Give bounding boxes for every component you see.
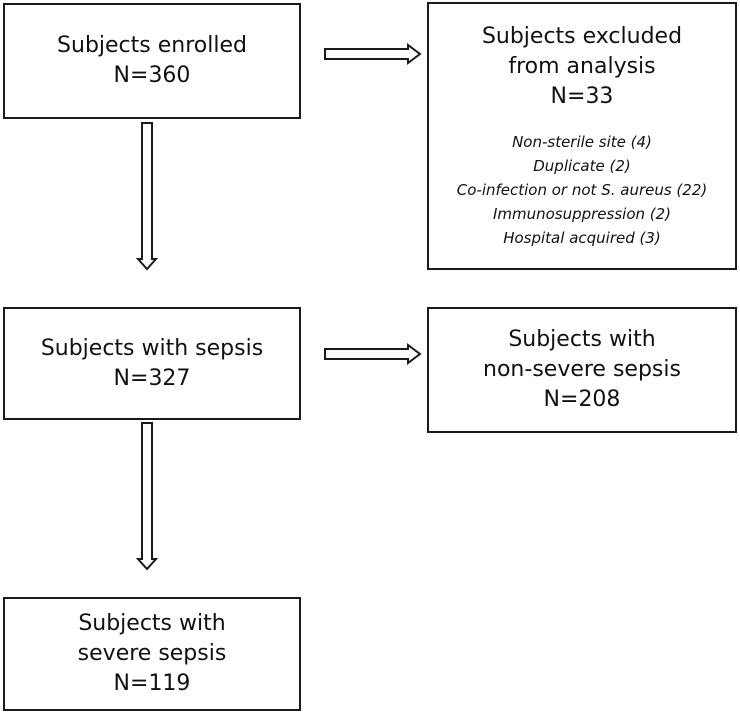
excluded-box: Subjects excluded from analysis N=33 Non… <box>427 2 737 270</box>
sepsis-count: N=327 <box>113 365 191 391</box>
severe-label-line1: Subjects with <box>78 611 226 636</box>
exclusion-reason: Hospital acquired (3) <box>503 229 661 247</box>
exclusion-reason: Immunosuppression (2) <box>492 205 672 223</box>
nonsevere-box: Subjects with non-severe sepsis N=208 <box>427 307 737 433</box>
nonsevere-label-line2: non-severe sepsis <box>483 357 681 382</box>
exclusion-reasons-list: Non-sterile site (4) Duplicate (2) Co-in… <box>457 130 707 250</box>
severe-label-line2: severe sepsis <box>77 641 227 666</box>
arrow-enrolled-to-excluded <box>324 43 422 65</box>
exclusion-reason: Co-infection or not S. aureus (22) <box>456 181 708 199</box>
severe-box: Subjects with severe sepsis N=119 <box>3 597 301 711</box>
sepsis-label: Subjects with sepsis <box>40 335 264 361</box>
excluded-count: N=33 <box>550 84 614 109</box>
enrolled-count: N=360 <box>113 63 191 88</box>
arrow-sepsis-to-severe <box>135 422 159 571</box>
nonsevere-count: N=208 <box>543 387 621 412</box>
arrow-enrolled-to-sepsis <box>135 122 159 271</box>
exclusion-reason: Non-sterile site (4) <box>512 133 652 151</box>
nonsevere-label-line1: Subjects with <box>508 327 656 352</box>
arrow-sepsis-to-nonsevere <box>324 343 422 365</box>
enrolled-label: Subjects enrolled <box>57 33 247 58</box>
excluded-label-line1: Subjects excluded <box>481 24 683 49</box>
sepsis-box: Subjects with sepsis N=327 <box>3 307 301 420</box>
severe-count: N=119 <box>113 671 191 696</box>
excluded-label-line2: from analysis <box>508 54 656 79</box>
exclusion-reason: Duplicate (2) <box>533 157 631 175</box>
enrolled-box: Subjects enrolled N=360 <box>3 3 301 119</box>
